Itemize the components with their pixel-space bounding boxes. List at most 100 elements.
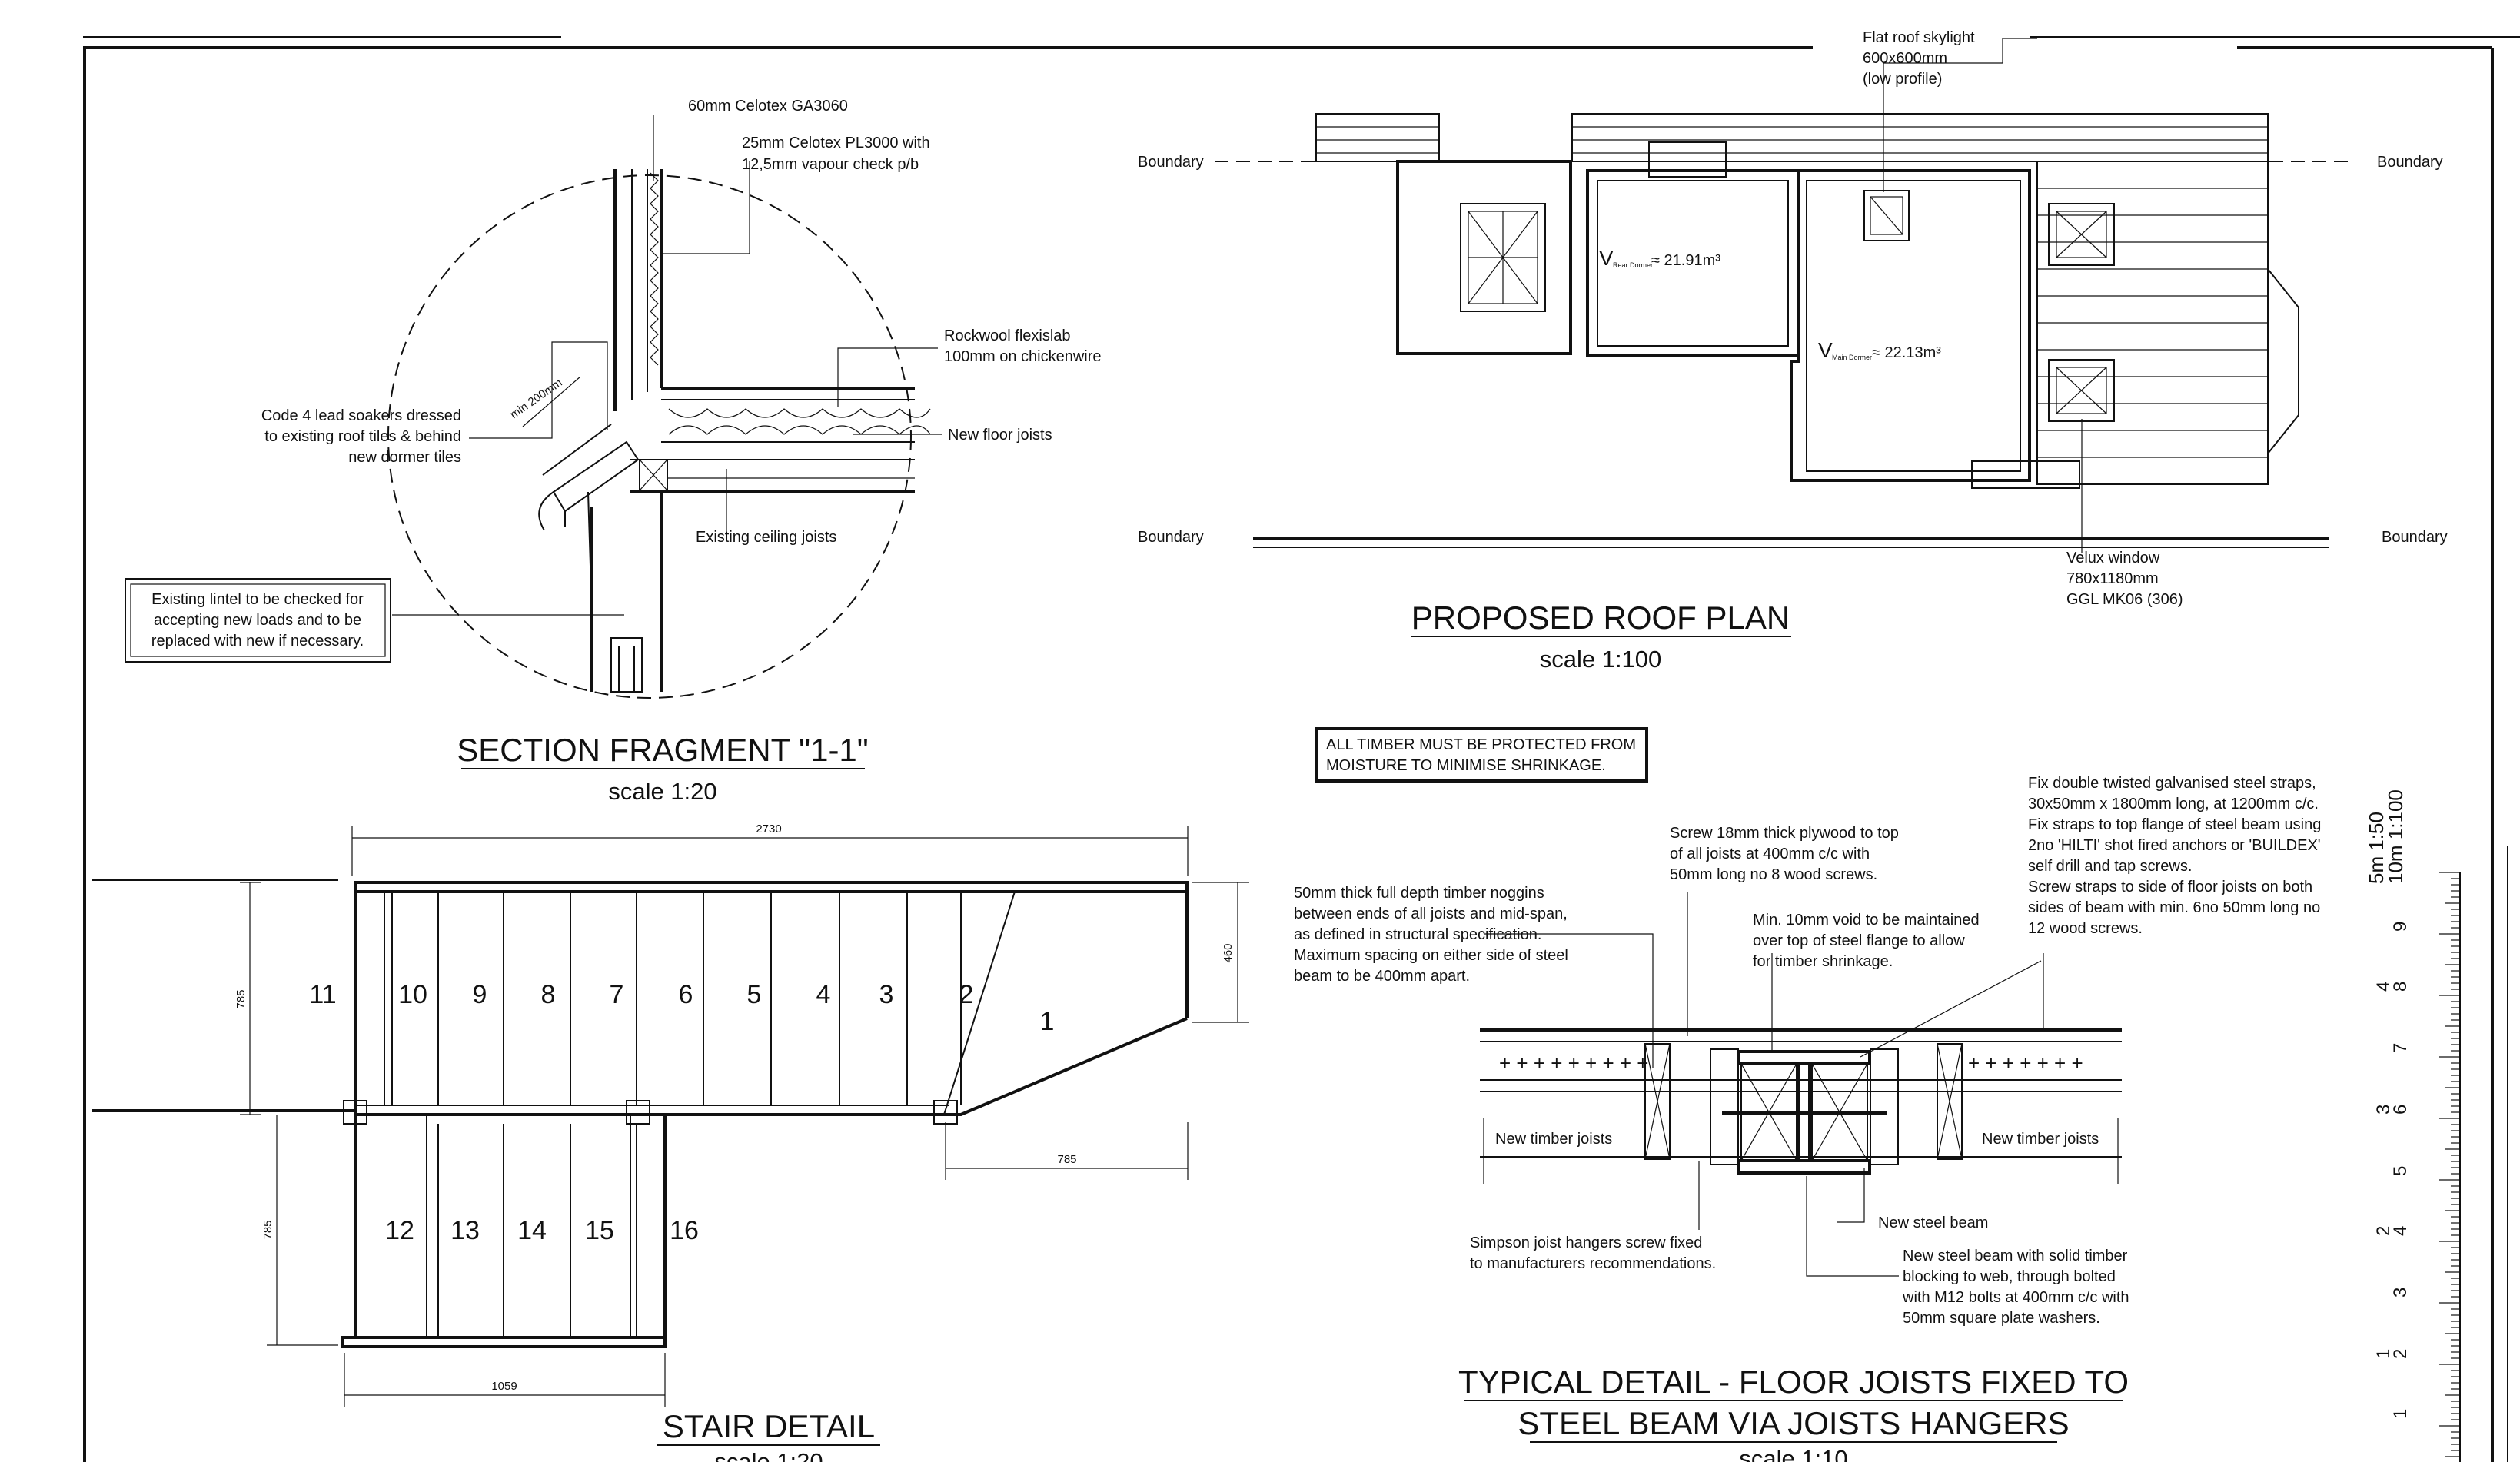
tread-5: 5 — [747, 980, 762, 1009]
scale-100-6: 6 — [2390, 1105, 2411, 1115]
straps-note-2: 30x50mm x 1800mm long, at 1200mm c/c. — [2028, 796, 2319, 812]
scale-100-7: 7 — [2390, 1043, 2411, 1053]
scale-label-1-50: 5m 1:50 — [2365, 812, 2388, 884]
plywood-note-1: Screw 18mm thick plywood to top — [1670, 825, 1899, 842]
scale-100-8: 8 — [2390, 982, 2411, 992]
dim-top: 2730 — [756, 822, 781, 836]
stair-detail: 11 10 9 8 7 6 5 4 3 2 1 12 13 14 15 16 — [92, 822, 1249, 1462]
noggins-note-1: 50mm thick full depth timber noggins — [1294, 885, 1544, 902]
noggins-note-3: as defined in structural specification. — [1294, 926, 1541, 943]
svg-text:+ + + + + + + + +: + + + + + + + + + — [1499, 1052, 1648, 1075]
main-dormer-skylight — [1863, 190, 1910, 241]
scale-50-2: 2 — [2373, 1226, 2394, 1236]
rear-dormer-volume: ≈ 21.91m³ — [1651, 252, 1720, 269]
note-lintel-3: replaced with new if necessary. — [151, 633, 364, 650]
roof-plan-scale: scale 1:100 — [1540, 646, 1662, 673]
scale-100-1: 1 — [2390, 1409, 2411, 1419]
section-leaders — [392, 115, 942, 616]
scale-50-4: 4 — [2373, 982, 2394, 992]
tread-1: 1 — [1040, 1007, 1055, 1036]
flat-roof-skylight — [1648, 141, 1727, 178]
void-note-3: for timber shrinkage. — [1753, 953, 1893, 970]
lintel-note-box: Existing lintel to be checked for accept… — [125, 578, 391, 663]
section-fragment: 60mm Celotex GA3060 25mm Celotex PL3000 … — [125, 98, 1102, 805]
skylight-note-1: Flat roof skylight — [1863, 29, 1975, 46]
scale-100-4: 4 — [2390, 1226, 2411, 1236]
joist-detail: + + + + + + + + + + + + + + + + — [1294, 775, 2321, 1462]
straps-note-1: Fix double twisted galvanised steel stra… — [2028, 775, 2316, 792]
scale-bar: 5m 1:50 10m 1:100 9 8 7 6 5 4 3 2 1 4 3 … — [2365, 789, 2461, 1462]
roof-slopes — [1315, 113, 2299, 485]
straps-note-7: sides of beam with min. 6no 50mm long no — [2028, 899, 2320, 916]
straps-note-4: 2no 'HILTI' shot fired anchors or 'BUILD… — [2028, 837, 2321, 854]
tread-13: 13 — [450, 1216, 480, 1245]
roof-tiles — [538, 424, 640, 616]
note-lintel-2: accepting new loads and to be — [154, 612, 361, 629]
tread-3: 3 — [879, 980, 894, 1009]
velux-note-3: GGL MK06 (306) — [2066, 591, 2183, 608]
boundary-label-top-right: Boundary — [2377, 154, 2443, 171]
noggins-note-4: Maximum spacing on either side of steel — [1294, 947, 1568, 964]
main-dormer-sub: Main Dormer — [1832, 354, 1872, 361]
tread-15: 15 — [585, 1216, 614, 1245]
joist-title-2: STEEL BEAM VIA JOISTS HANGERS — [1518, 1405, 2069, 1441]
velux-note-2: 780x1180mm — [2066, 570, 2159, 587]
steel-beam — [1710, 1048, 1899, 1175]
tread-4: 4 — [816, 980, 831, 1009]
tread-9: 9 — [473, 980, 487, 1009]
rear-dormer-v: V — [1599, 246, 1614, 270]
dim-landing: 785 — [1057, 1153, 1076, 1166]
tread-7: 7 — [610, 980, 624, 1009]
sheet-border — [83, 36, 2520, 1462]
scale-100-5: 5 — [2390, 1166, 2411, 1176]
velux-window-upper — [2048, 203, 2115, 266]
straps-note-8: 12 wood screws. — [2028, 920, 2143, 937]
joist-title-1: TYPICAL DETAIL - FLOOR JOISTS FIXED TO — [1458, 1364, 2129, 1400]
straps-note-3: Fix straps to top flange of steel beam u… — [2028, 816, 2321, 833]
tread-11: 11 — [309, 980, 336, 1009]
rear-roof-light — [1460, 203, 1546, 312]
floor-deck: + + + + + + + + + + + + + + + + — [1480, 1028, 2122, 1158]
dim-left-upper: 785 — [234, 989, 248, 1008]
steel-beam-note: New steel beam — [1878, 1214, 1988, 1231]
roof-plan: Boundary Boundary Boundary Boundary — [1138, 29, 2448, 673]
timber-note-box: ALL TIMBER MUST BE PROTECTED FROM MOISTU… — [1315, 727, 1648, 783]
plywood-note-2: of all joists at 400mm c/c with — [1670, 846, 1870, 862]
timber-note-1: ALL TIMBER MUST BE PROTECTED FROM — [1326, 736, 1636, 753]
tread-12: 12 — [385, 1216, 414, 1245]
scale-ticks — [2439, 872, 2460, 1457]
tread-8: 8 — [541, 980, 556, 1009]
detail-circle — [387, 174, 912, 699]
tread-2: 2 — [959, 980, 974, 1009]
joist-leaders — [1483, 892, 2119, 1277]
section-title: SECTION FRAGMENT "1-1" — [457, 732, 868, 768]
boundary-label-bottom-right: Boundary — [2382, 529, 2448, 546]
note-celotex-ga: 60mm Celotex GA3060 — [688, 98, 848, 115]
note-rockwool-2: 100mm on chickenwire — [944, 348, 1102, 365]
note-lead-3: new dormer tiles — [348, 449, 461, 466]
simpson-note-1: Simpson joist hangers screw fixed — [1470, 1234, 1702, 1251]
skylight-note-3: (low profile) — [1863, 71, 1942, 88]
note-celotex-pl-2: 12,5mm vapour check p/b — [742, 156, 919, 173]
scale-100-9: 9 — [2390, 922, 2411, 932]
dim-left-lower: 785 — [261, 1220, 274, 1239]
scale-50-3: 3 — [2373, 1105, 2394, 1115]
scale-label-1-100: 10m 1:100 — [2384, 789, 2407, 884]
note-ceiling-joists: Existing ceiling joists — [696, 529, 836, 546]
note-rockwool-1: Rockwool flexislab — [944, 327, 1071, 344]
straps-note-5: self drill and tap screws. — [2028, 858, 2192, 875]
noggins-note-5: beam to be 400mm apart. — [1294, 968, 1470, 985]
section-scale: scale 1:20 — [608, 778, 716, 805]
tread-16: 16 — [670, 1216, 699, 1245]
boundary-label-top-left: Boundary — [1138, 154, 1204, 171]
new-joists-right: New timber joists — [1982, 1131, 2099, 1148]
note-lead-1: Code 4 lead soakers dressed — [261, 407, 461, 424]
plywood-note-3: 50mm long no 8 wood screws. — [1670, 866, 1877, 883]
floor-build-up — [630, 387, 931, 493]
note-lintel-1: Existing lintel to be checked for — [151, 591, 364, 608]
boundary-label-bottom-left: Boundary — [1138, 529, 1204, 546]
new-joists-left: New timber joists — [1495, 1131, 1612, 1148]
skylight-note-2: 600x600mm — [1863, 50, 1947, 67]
noggins-note-2: between ends of all joists and mid-span, — [1294, 905, 1568, 922]
void-note-1: Min. 10mm void to be maintained — [1753, 912, 1980, 929]
